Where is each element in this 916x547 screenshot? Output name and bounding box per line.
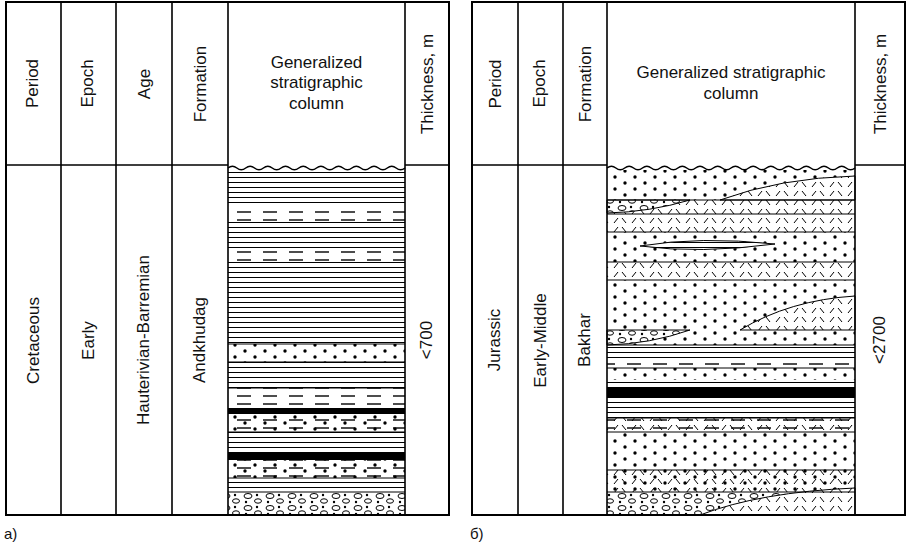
- lithology-mark: [472, 2, 905, 515]
- formation-header: Formation: [565, 6, 605, 161]
- table-grid-a: [6, 2, 449, 515]
- epoch-header: Epoch: [520, 6, 561, 161]
- formation-cell: Bakhar: [565, 169, 605, 511]
- lithology-mark: [607, 432, 855, 470]
- period-cell: Jurassic: [474, 169, 516, 511]
- lithology-mark: [607, 330, 690, 345]
- lithology-mark: [607, 280, 855, 345]
- lithology-mark: [720, 176, 855, 200]
- lithology-mark: [228, 344, 405, 362]
- lithology-mark: [228, 432, 405, 452]
- lithology-mark: [228, 414, 405, 432]
- lithology-mark: [607, 358, 855, 368]
- lithology-mark: [607, 418, 855, 432]
- period-header: Period: [474, 6, 516, 161]
- panel-letter: б): [470, 524, 510, 544]
- lithology-mark: [228, 408, 405, 414]
- lithology-mark: [228, 492, 405, 515]
- column-header: Generalized stratigraphic column: [228, 2, 405, 165]
- lithology-mark: [607, 200, 690, 213]
- lithology-mark: [228, 460, 405, 478]
- column-header: Generalized stratigraphic column: [607, 2, 855, 165]
- lithology-mark: [607, 398, 855, 418]
- epoch-cell: Early: [63, 169, 114, 511]
- lithology-mark: [607, 418, 855, 432]
- lithology-mark: [607, 380, 855, 388]
- lithology-mark: [228, 414, 405, 432]
- lithology-mark: [6, 2, 449, 515]
- lithology-mark: [607, 368, 855, 380]
- lithology-mark: [607, 232, 855, 262]
- formation-cell: Andkhudag: [174, 169, 226, 511]
- epoch-cell: Early-Middle: [520, 169, 561, 511]
- lithology-mark: [607, 330, 690, 345]
- epoch-header: Epoch: [63, 6, 114, 161]
- lithology-mark: [607, 470, 855, 492]
- lithology-mark: [740, 296, 855, 330]
- lithology-mark: [228, 170, 405, 205]
- thickness-header: Thickness, m: [407, 6, 447, 161]
- period-cell: Cretaceous: [8, 169, 59, 511]
- lithology-column-a: [228, 166, 405, 515]
- lithology-mark: [740, 296, 855, 330]
- lithology-mark: [607, 262, 855, 280]
- lithology-mark: [228, 388, 405, 408]
- lithology-mark: [228, 222, 405, 248]
- panel-letter: а): [4, 524, 44, 544]
- lithology-mark: [607, 200, 855, 214]
- lithology-mark: [228, 452, 405, 460]
- lithology-mark: [518, 2, 855, 515]
- thickness-cell: <700: [407, 169, 447, 511]
- lithology-mark: [6, 164, 449, 166]
- lithology-mark: [607, 200, 690, 213]
- lithology-column-b: [607, 166, 855, 515]
- lithology-mark: [228, 248, 405, 262]
- lithology-mark: [640, 240, 775, 249]
- thickness-cell: <2700: [857, 169, 903, 511]
- lithology-mark: [607, 166, 855, 170]
- lithology-mark: [607, 345, 855, 358]
- lithology-mark: [607, 170, 855, 200]
- thickness-header: Thickness, m: [857, 6, 903, 161]
- lithology-mark: [640, 240, 775, 249]
- lithology-mark: [228, 166, 405, 170]
- lithology-mark: [228, 362, 405, 388]
- lithology-mark: [607, 470, 855, 492]
- lithology-mark: [472, 164, 905, 166]
- formation-header: Formation: [174, 6, 226, 161]
- table-grid-b: [472, 2, 905, 515]
- lithology-mark: [607, 214, 855, 232]
- age-header: Age: [118, 6, 170, 161]
- age-cell: Hauterivian-Barremian: [118, 169, 170, 511]
- lithology-mark: [607, 200, 855, 492]
- lithology-mark: [228, 460, 405, 478]
- lithology-mark: [228, 344, 405, 492]
- lithology-mark: [228, 205, 405, 222]
- lithology-mark: [228, 478, 405, 492]
- lithology-mark: [607, 388, 855, 398]
- lithology-mark: [61, 2, 405, 515]
- period-header: Period: [8, 6, 59, 161]
- lithology-mark: [720, 176, 855, 200]
- lithology-mark: [228, 262, 405, 344]
